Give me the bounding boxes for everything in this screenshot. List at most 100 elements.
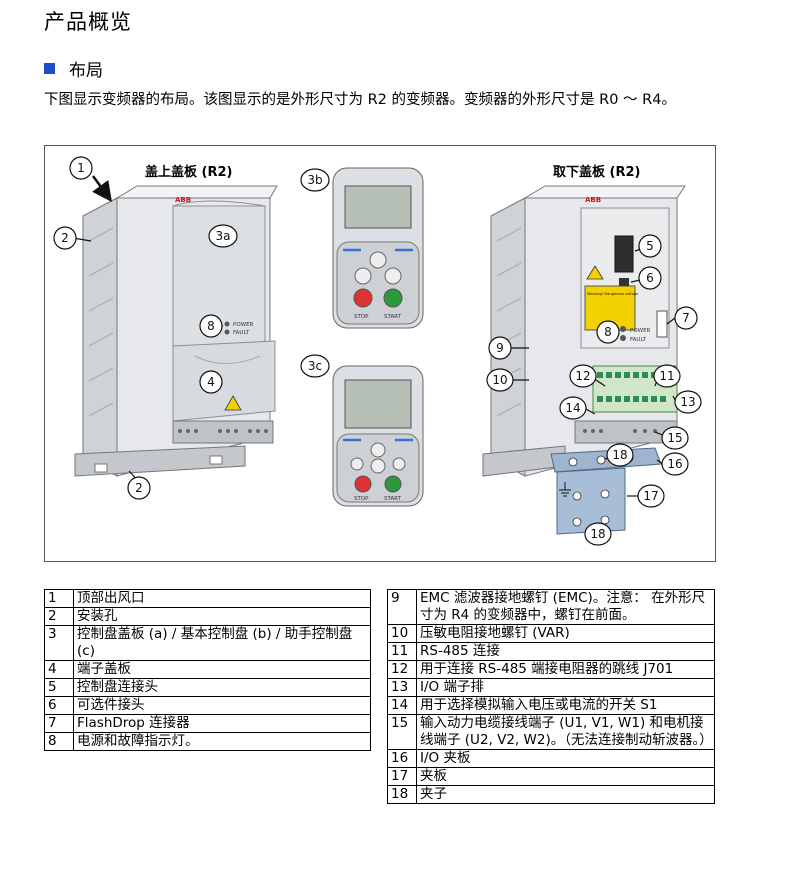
keypad-start-label-c: START xyxy=(384,496,402,502)
legend-description: RS-485 连接 xyxy=(416,642,715,661)
legend-description: I/O 端子排 xyxy=(416,678,715,697)
keypad-stop-label-c: STOP xyxy=(354,496,369,502)
keypad-start-label-b: START xyxy=(384,314,402,320)
callout-2-side: 2 xyxy=(61,231,69,245)
callout-18-bottom: 18 xyxy=(590,527,605,541)
callout-13: 13 xyxy=(680,395,695,409)
legend-number: 11 xyxy=(387,642,417,661)
callout-16: 16 xyxy=(667,457,682,471)
legend-number: 18 xyxy=(387,785,417,804)
brand-logo-right: ABB xyxy=(585,196,601,204)
legend-description: FlashDrop 连接器 xyxy=(73,714,371,733)
legend-description: 夹子 xyxy=(416,785,715,804)
callout-4: 4 xyxy=(207,375,215,389)
callout-2-bottom: 2 xyxy=(135,481,143,495)
callout-3b: 3b xyxy=(307,173,322,187)
callout-5: 5 xyxy=(646,239,654,253)
legend-description: I/O 夹板 xyxy=(416,749,715,768)
basic-control-panel: STOP START xyxy=(332,167,424,329)
legend-description: EMC 滤波器接地螺钉 (EMC)。注意： 在外形尺寸为 R4 的变频器中，螺钉… xyxy=(416,589,715,625)
callout-14: 14 xyxy=(565,401,580,415)
led-power-label-right: POWER xyxy=(630,328,651,334)
legend-number: 5 xyxy=(44,678,74,697)
callout-8-left: 8 xyxy=(207,319,215,333)
warning-sticker-label: Warning! Dangerous voltage xyxy=(587,292,639,296)
square-bullet-icon xyxy=(44,63,55,74)
legend-description: 输入动力电缆接线端子 (U1, V1, W1) 和电机接线端子 (U2, V2,… xyxy=(416,714,715,750)
drive-covered: ABB POWER FAULT xyxy=(74,185,278,477)
legend-description: 用于连接 RS-485 端接电阻器的跳线 J701 xyxy=(416,660,715,679)
callout-10: 10 xyxy=(492,373,507,387)
legend-number: 3 xyxy=(44,625,74,661)
legend-number: 7 xyxy=(44,714,74,733)
legend-description: 控制盘连接头 xyxy=(73,678,371,697)
callout-3c: 3c xyxy=(308,359,322,373)
led-power-label-left: POWER xyxy=(233,322,254,328)
legend-number: 2 xyxy=(44,607,74,626)
legend-number: 1 xyxy=(44,589,74,608)
legend-description: 用于选择模拟输入电压或电流的开关 S1 xyxy=(416,696,715,715)
caption-uncovered: 取下盖板 (R2) xyxy=(553,164,640,180)
callout-18-top: 18 xyxy=(612,448,627,462)
legend-number: 8 xyxy=(44,732,74,751)
legend-number: 9 xyxy=(387,589,417,625)
legend-number: 6 xyxy=(44,696,74,715)
legend-number: 14 xyxy=(387,696,417,715)
legend-description: 安装孔 xyxy=(73,607,371,626)
legend-number: 4 xyxy=(44,660,74,679)
legend-number: 13 xyxy=(387,678,417,697)
legend-description: 顶部出风口 xyxy=(73,589,371,608)
legend-description: 夹板 xyxy=(416,767,715,786)
callout-15: 15 xyxy=(667,431,682,445)
legend-description: 可选件接头 xyxy=(73,696,371,715)
legend-number: 17 xyxy=(387,767,417,786)
callout-9: 9 xyxy=(496,341,504,355)
callout-12: 12 xyxy=(575,369,590,383)
legend-number: 12 xyxy=(387,660,417,679)
callout-3a: 3a xyxy=(216,229,231,243)
legend-number: 10 xyxy=(387,624,417,643)
led-fault-label-right: FAULT xyxy=(630,337,647,343)
brand-logo-left: ABB xyxy=(175,196,191,204)
assistant-control-panel: STOP START xyxy=(332,365,424,507)
callout-17: 17 xyxy=(643,489,658,503)
caption-covered: 盖上盖板 (R2) xyxy=(145,164,232,180)
callout-1: 1 xyxy=(77,161,85,175)
callout-6: 6 xyxy=(646,271,654,285)
led-fault-label-left: FAULT xyxy=(233,330,250,336)
callout-8-right: 8 xyxy=(604,325,612,339)
legend-number: 15 xyxy=(387,714,417,750)
legend-description: 控制盘盖板 (a) / 基本控制盘 (b) / 助手控制盘 (c) xyxy=(73,625,371,661)
layout-figure: 盖上盖板 (R2) 取下盖板 (R2) ABB POWER xyxy=(44,145,716,562)
legend-number: 16 xyxy=(387,749,417,768)
keypad-stop-label-b: STOP xyxy=(354,314,369,320)
legend-description: 电源和故障指示灯。 xyxy=(73,732,371,751)
page-title: 产品概览 xyxy=(44,10,132,34)
section-heading-label: 布局 xyxy=(69,61,103,81)
section-heading: 布局 xyxy=(44,56,103,81)
legend-description: 端子盖板 xyxy=(73,660,371,679)
intro-paragraph: 下图显示变频器的布局。该图显示的是外形尺寸为 R2 的变频器。变频器的外形尺寸是… xyxy=(44,92,676,108)
callout-7: 7 xyxy=(682,311,690,325)
callout-11: 11 xyxy=(659,369,674,383)
